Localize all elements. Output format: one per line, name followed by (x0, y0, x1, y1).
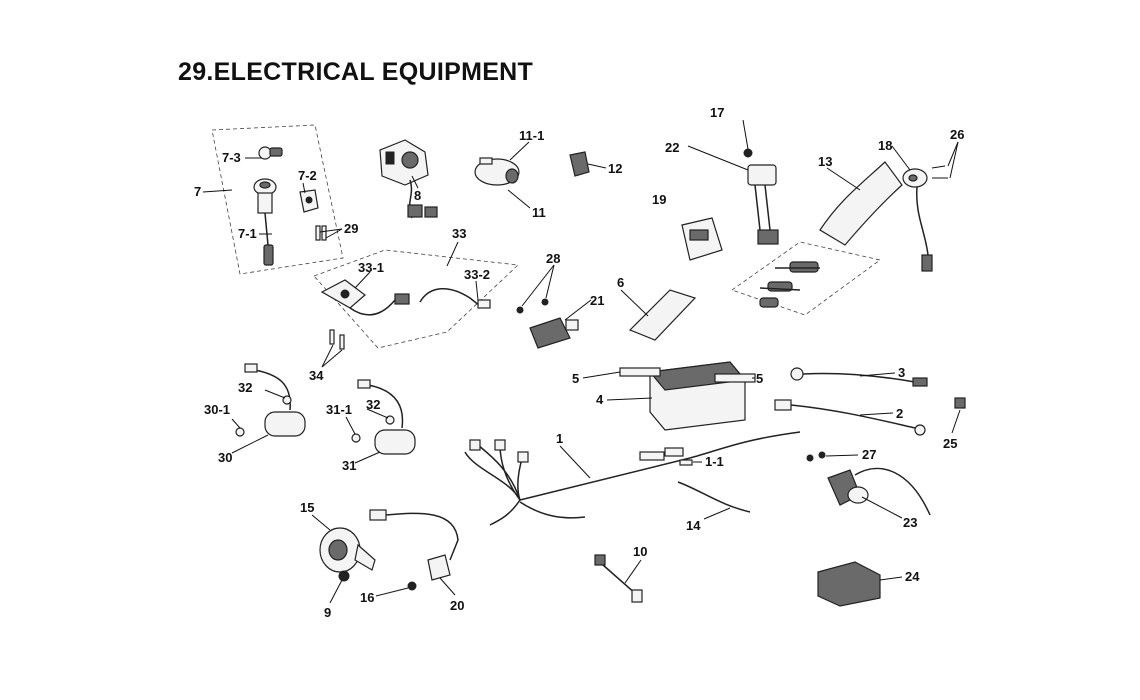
callout-11: 11 (532, 205, 546, 220)
speed-sensor-part (369, 509, 459, 591)
battery-cables-part (774, 367, 966, 436)
callout-31-1: 31-1 (326, 402, 352, 417)
cable-part (677, 481, 751, 513)
handlebar-switch-part (379, 139, 438, 219)
starter-relay-part (474, 157, 520, 186)
callout-11-1: 11-1 (519, 128, 544, 143)
callout-20: 20 (450, 598, 464, 613)
callout-16: 16 (360, 590, 374, 605)
callout-22: 22 (665, 140, 679, 155)
sensor-part (902, 165, 948, 272)
rectifier-part (516, 298, 579, 349)
callout-5-right: 5 (756, 371, 763, 386)
callout-12: 12 (608, 161, 622, 176)
callout-7-2: 7-2 (298, 168, 317, 183)
battery-part (619, 361, 756, 431)
ignition-coil-2-part (351, 379, 416, 455)
horn-part (319, 527, 376, 582)
intake-hose-part (819, 161, 903, 246)
leader-lines (202, 119, 961, 604)
relay-part (806, 451, 931, 516)
callout-24: 24 (905, 569, 920, 584)
callout-7-3: 7-3 (222, 150, 241, 165)
callout-30-1: 30-1 (204, 402, 230, 417)
callout-21: 21 (590, 293, 604, 308)
callout-31: 31 (342, 458, 356, 473)
callout-2: 2 (896, 406, 903, 421)
callout-labels: 7-3 7-2 7 7-1 29 8 11-1 11 12 33 33-1 33… (194, 105, 964, 620)
callout-7: 7 (194, 184, 201, 199)
callout-30: 30 (218, 450, 232, 465)
battery-strap-part (628, 289, 697, 341)
callout-18: 18 (878, 138, 892, 153)
callout-34: 34 (309, 368, 324, 383)
injector-group-box (731, 241, 881, 316)
callout-15: 15 (300, 500, 314, 515)
cdi-unit-part (681, 217, 723, 261)
callout-29: 29 (344, 221, 358, 236)
callout-23: 23 (903, 515, 917, 530)
callout-33-1: 33-1 (358, 260, 384, 275)
callout-3: 3 (898, 365, 905, 380)
callout-25: 25 (943, 436, 957, 451)
callout-32-right: 32 (366, 397, 380, 412)
callout-6: 6 (617, 275, 624, 290)
ignition-group-box (211, 124, 344, 275)
callout-7-1: 7-1 (238, 226, 257, 241)
wiring-group-box (313, 249, 519, 349)
callout-13: 13 (818, 154, 832, 169)
ecu-box-part (817, 561, 881, 607)
fuse-cap-part (569, 151, 590, 177)
callout-9: 9 (324, 605, 331, 620)
probe-part (594, 554, 643, 603)
callout-32-left: 32 (238, 380, 252, 395)
sub-harness-part (320, 279, 491, 350)
callout-4: 4 (596, 392, 604, 407)
callout-8: 8 (414, 188, 421, 203)
callout-33: 33 (452, 226, 466, 241)
regulator-part (743, 148, 779, 245)
page-title: 29.ELECTRICAL EQUIPMENT (178, 58, 534, 86)
main-harness-part (464, 431, 801, 526)
callout-17: 17 (710, 105, 724, 120)
ignition-switch-part (253, 146, 327, 266)
callout-10: 10 (633, 544, 647, 559)
ignition-coil-part (235, 363, 306, 437)
callout-14: 14 (686, 518, 701, 533)
callout-33-2: 33-2 (464, 267, 490, 282)
callout-27: 27 (862, 447, 876, 462)
callout-26: 26 (950, 127, 964, 142)
callout-5-left: 5 (572, 371, 579, 386)
callout-1-1: 1-1 (705, 454, 724, 469)
callout-19: 19 (652, 192, 666, 207)
callout-28: 28 (546, 251, 560, 266)
injector-parts (759, 261, 820, 308)
callout-1: 1 (556, 431, 563, 446)
